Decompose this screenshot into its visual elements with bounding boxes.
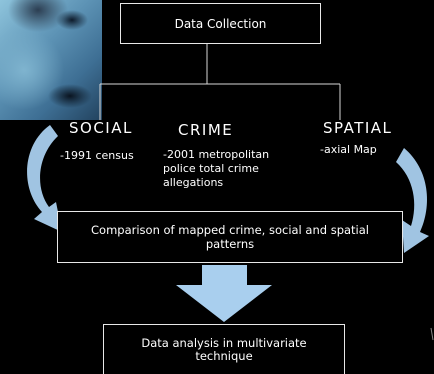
crime-heading: CRIME	[178, 121, 234, 139]
comparison-label: Comparison of mapped crime, social and s…	[91, 223, 369, 251]
down-arrow	[176, 265, 272, 322]
data-collection-label: Data Collection	[174, 16, 267, 31]
edge-mark	[430, 327, 434, 341]
data-collection-box: Data Collection	[120, 3, 321, 44]
spatial-note: -axial Map	[320, 143, 377, 156]
right-curved-arrow	[396, 148, 429, 253]
left-curved-arrow	[27, 125, 62, 232]
social-note: -1991 census	[60, 149, 134, 162]
comparison-box: Comparison of mapped crime, social and s…	[57, 211, 403, 263]
spatial-heading: SPATIAL	[323, 119, 393, 137]
face-photo	[0, 0, 102, 120]
crime-note: -2001 metropolitan police total crime al…	[163, 148, 270, 189]
social-heading: SOCIAL	[69, 119, 133, 137]
analysis-box: Data analysis in multivariate technique	[103, 324, 345, 374]
analysis-label: Data analysis in multivariate technique	[141, 335, 307, 363]
